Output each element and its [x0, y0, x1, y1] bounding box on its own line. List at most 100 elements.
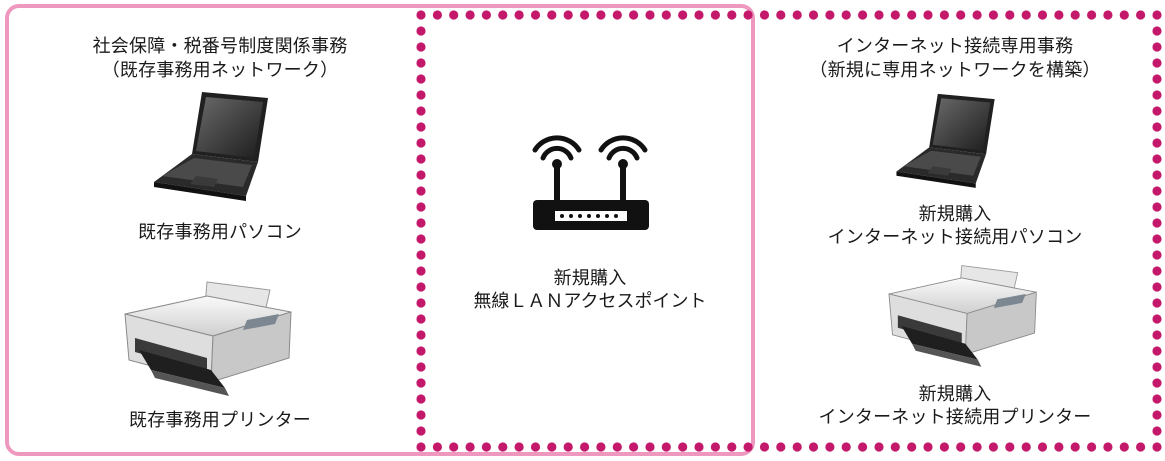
border-dot	[416, 202, 426, 212]
border-dot	[678, 442, 688, 452]
border-dot	[923, 10, 933, 20]
border-dot	[1054, 442, 1064, 452]
border-dot	[841, 442, 851, 452]
border-dot	[481, 10, 491, 20]
border-dot	[1103, 442, 1113, 452]
border-dot	[416, 442, 426, 452]
internet-printer	[880, 262, 1040, 373]
border-dot	[1070, 10, 1080, 20]
border-dot	[923, 442, 933, 452]
border-dot	[792, 10, 802, 20]
border-dot	[416, 426, 426, 436]
border-dot	[1152, 410, 1162, 420]
wireless-router-icon	[532, 135, 649, 230]
border-dot	[710, 442, 721, 452]
border-dot	[1152, 170, 1162, 180]
border-dot	[416, 266, 426, 276]
border-dot	[988, 442, 999, 452]
border-dot	[612, 442, 622, 452]
border-dot	[907, 10, 917, 20]
border-dot	[416, 74, 426, 84]
border-dot	[1152, 378, 1162, 388]
border-dot	[514, 442, 524, 452]
border-dot	[530, 10, 541, 20]
existing-laptop	[150, 88, 280, 203]
border-dot	[547, 10, 557, 20]
border-dot	[416, 218, 426, 228]
internet-printer-label-2: インターネット接続用プリンター	[818, 407, 1092, 428]
border-dot	[465, 442, 475, 452]
border-dot	[939, 10, 950, 20]
internet-network-title: インターネット接続専用事務	[836, 36, 1074, 57]
border-dot	[1119, 10, 1129, 20]
border-dot	[416, 330, 426, 340]
border-dot	[972, 10, 982, 20]
border-dot	[498, 10, 508, 20]
border-dot	[1152, 74, 1162, 84]
border-dot	[416, 298, 426, 308]
border-dot	[1152, 362, 1162, 372]
border-dot	[563, 10, 573, 20]
border-dot	[776, 10, 786, 20]
border-dot	[1152, 282, 1162, 292]
border-dot	[416, 154, 426, 164]
border-dot	[1054, 10, 1064, 20]
border-dot	[416, 362, 426, 372]
existing-printer	[115, 278, 295, 403]
printer-icon	[124, 281, 292, 396]
border-dot	[776, 442, 786, 452]
border-dot	[1005, 10, 1015, 20]
border-dot	[416, 410, 426, 420]
border-dot	[825, 10, 835, 20]
border-dot	[841, 10, 851, 20]
access-point-label-1: 新規購入	[553, 268, 627, 289]
border-dot	[1152, 186, 1162, 196]
border-dot	[1087, 10, 1097, 20]
border-dot	[1119, 442, 1129, 452]
internet-printer-label-1: 新規購入	[918, 384, 992, 405]
border-dot	[1152, 266, 1162, 276]
border-dot	[1152, 314, 1162, 324]
border-dot	[1037, 10, 1048, 20]
border-dot	[1152, 122, 1162, 132]
border-dot	[1152, 298, 1162, 308]
border-dot	[858, 10, 868, 20]
border-dot	[661, 442, 671, 452]
border-dot	[563, 442, 573, 452]
border-dot	[416, 394, 426, 404]
border-dot	[416, 122, 426, 132]
border-dot	[759, 10, 770, 20]
border-dot	[678, 10, 688, 20]
border-dot	[1152, 90, 1162, 100]
existing-printer-label: 既存事務用プリンター	[129, 410, 311, 431]
border-dot	[727, 10, 737, 20]
border-dot	[1152, 26, 1162, 36]
border-dot	[1021, 442, 1031, 452]
border-dot	[1021, 10, 1031, 20]
border-dot	[416, 250, 426, 260]
border-dot	[432, 442, 442, 452]
border-dot	[1136, 10, 1146, 20]
border-dot	[416, 58, 426, 68]
internet-laptop	[893, 90, 1005, 190]
border-dot	[988, 10, 999, 20]
border-dot	[416, 186, 426, 196]
border-dot	[416, 378, 426, 388]
border-dot	[1152, 42, 1162, 52]
border-dot	[645, 10, 655, 20]
border-dot	[874, 10, 884, 20]
border-dot	[547, 442, 557, 452]
internet-network-subtitle: （新規に専用ネットワークを構築）	[809, 60, 1101, 81]
internet-laptop-label-2: インターネット接続用パソコン	[827, 227, 1083, 248]
border-dot	[1037, 442, 1048, 452]
border-dot	[1152, 106, 1162, 116]
border-dot	[1152, 154, 1162, 164]
border-dot	[580, 442, 590, 452]
existing-network-subtitle: （既存事務用ネットワーク）	[101, 60, 339, 81]
border-dot	[416, 346, 426, 356]
border-dot	[416, 170, 426, 180]
border-dot	[1152, 346, 1162, 356]
border-dot	[596, 442, 606, 452]
border-dot	[1152, 10, 1162, 20]
border-dot	[514, 10, 524, 20]
